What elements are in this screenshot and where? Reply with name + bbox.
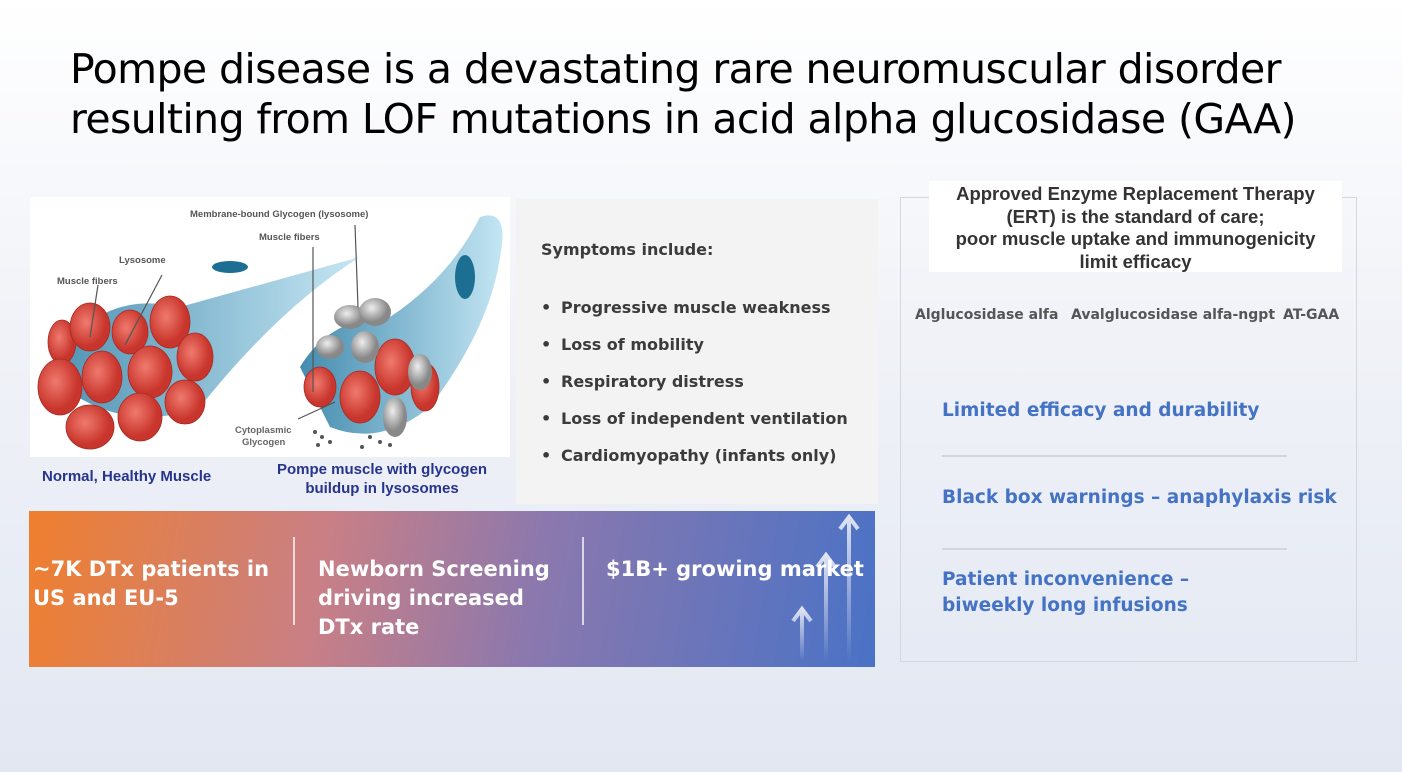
- ert-heading-line: Approved Enzyme Replacement Therapy: [956, 183, 1315, 204]
- symptom-text: Loss of independent ventilation: [561, 409, 848, 428]
- issue-line: biweekly long infusions: [942, 595, 1188, 616]
- drug-alglucosidase: Alglucosidase alfa: [915, 307, 1059, 323]
- nucleus-icon: [212, 261, 248, 273]
- muscle-diagram: [37, 215, 503, 450]
- symptom-text: Respiratory distress: [561, 372, 744, 391]
- muscle-illustration: Membrane-bound Glycogen (lysosome) Muscl…: [30, 197, 510, 457]
- cytoplasmic-glycogen-dots: [313, 430, 392, 449]
- market-banner: ~7K DTx patients in US and EU-5 Newborn …: [29, 511, 875, 667]
- divider: [942, 548, 1287, 550]
- divider: [582, 537, 584, 625]
- bullet-icon: •: [541, 335, 552, 354]
- symptom-text: Cardiomyopathy (infants only): [561, 446, 837, 465]
- symptom-item: • Loss of mobility: [541, 335, 704, 354]
- glycogen-lysosomes: [316, 298, 432, 437]
- issue-black-box: Black box warnings – anaphylaxis risk: [942, 487, 1337, 508]
- issue-inconvenience: Patient inconvenience – biweekly long in…: [942, 567, 1189, 619]
- stat-market: $1B+ growing market: [606, 557, 864, 581]
- label-leaders: [89, 224, 359, 420]
- bullet-icon: •: [541, 298, 552, 317]
- drug-avalglucosidase: Avalglucosidase alfa-ngpt: [1071, 307, 1276, 323]
- ert-heading-line: limit efficacy: [1079, 250, 1192, 272]
- ert-heading-line: (ERT) is the standard of care;: [1006, 205, 1265, 227]
- label-muscle-fibers-right: Muscle fibers: [259, 232, 320, 243]
- symptom-item: • Loss of independent ventilation: [541, 409, 848, 428]
- issue-line: Patient inconvenience –: [942, 569, 1190, 590]
- bullet-icon: •: [541, 409, 552, 428]
- caption-healthy-muscle: Normal, Healthy Muscle: [42, 468, 212, 485]
- drug-at-gaa: AT-GAA: [1283, 307, 1340, 323]
- ert-heading-line: poor muscle uptake and immunogenicity: [955, 228, 1316, 249]
- caption-pompe-line1: Pompe muscle with glycogen: [276, 461, 488, 478]
- growth-arrows-icon: [791, 513, 860, 661]
- nucleus-icon: [455, 255, 475, 299]
- symptoms-panel: Symptoms include: • Progressive muscle we…: [516, 199, 878, 504]
- symptom-item: • Respiratory distress: [541, 372, 744, 391]
- label-lysosome: Lysosome: [119, 255, 166, 266]
- symptom-text: Progressive muscle weakness: [561, 298, 831, 317]
- slide-title: Pompe disease is a devastating rare neur…: [70, 45, 1297, 143]
- label-membrane-glycogen: Membrane-bound Glycogen (lysosome): [190, 209, 369, 220]
- divider: [293, 537, 295, 625]
- ert-heading: Approved Enzyme Replacement Therapy (ERT…: [929, 181, 1342, 272]
- symptom-item: • Cardiomyopathy (infants only): [541, 446, 836, 465]
- divider: [942, 455, 1287, 457]
- caption-pompe-line2: buildup in lysosomes: [305, 480, 459, 497]
- stat-newborn-screening: Newborn Screening driving increased DTx …: [318, 557, 550, 639]
- caption-pompe-muscle: Pompe muscle with glycogen buildup in ly…: [262, 460, 502, 498]
- symptoms-heading: Symptoms include:: [541, 240, 714, 259]
- bullet-icon: •: [541, 372, 552, 391]
- symptom-item: • Progressive muscle weakness: [541, 298, 831, 317]
- symptom-text: Loss of mobility: [561, 335, 704, 354]
- issue-limited-efficacy: Limited efficacy and durability: [942, 400, 1260, 421]
- stat-patients: ~7K DTx patients in US and EU-5: [33, 557, 270, 610]
- healthy-fibers: [37, 295, 214, 450]
- label-glycogen: Glycogen: [242, 437, 286, 448]
- bullet-icon: •: [541, 446, 552, 465]
- label-cytoplasmic: Cytoplasmic: [235, 425, 292, 436]
- label-muscle-fibers-left: Muscle fibers: [57, 276, 118, 287]
